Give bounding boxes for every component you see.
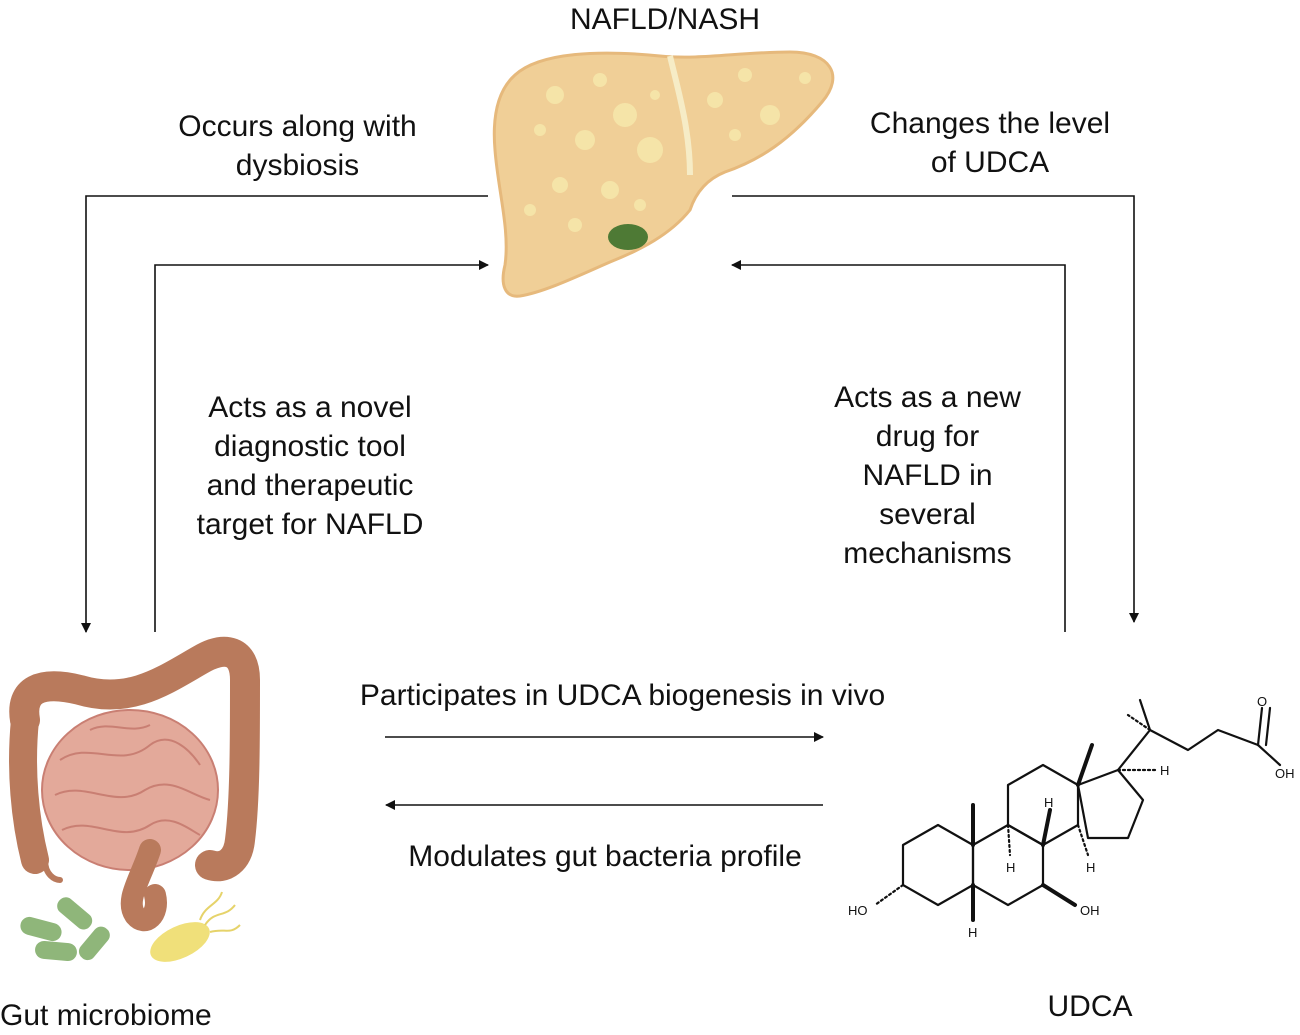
edge-label-line: drug for	[875, 420, 980, 453]
edge-label-line: and therapeutic	[206, 469, 414, 502]
edge-label-udca-to-gut: Modulates gut bacteria profile	[408, 840, 802, 873]
intestine-illustration	[9, 636, 261, 932]
node-label-udca: UDCA	[1047, 990, 1133, 1023]
ring-a	[901, 823, 975, 907]
udca-structure	[873, 698, 1282, 922]
wedge-bond-7	[1041, 883, 1077, 907]
edge-label-gut-to-liver: Acts as a novel diagnostic tool and ther…	[165, 388, 455, 544]
udca-atom-labels: H H H H H O OH HO OH	[848, 694, 1295, 940]
edge-label-line: Changes the level	[869, 107, 1111, 140]
fat-droplets	[524, 68, 811, 232]
ring-c	[1006, 763, 1080, 847]
arrow-udca-to-liver	[731, 260, 1066, 632]
edge-label-line: Occurs along with	[178, 110, 417, 143]
connector-arrows	[81, 195, 1139, 810]
atom-ho-3: HO	[848, 903, 868, 918]
edge-label-gut-to-udca: Participates in UDCA biogenesis in vivo	[359, 679, 886, 712]
side-chain	[1116, 728, 1260, 772]
atom-h-17: H	[1160, 763, 1169, 778]
edge-label-line: target for NAFLD	[196, 508, 424, 541]
liver-lobe	[492, 50, 835, 298]
node-label-gut: Gut microbiome	[0, 999, 212, 1032]
hashed-bond-3	[873, 883, 905, 907]
bacterium-rod	[57, 897, 93, 930]
ring-d	[1076, 768, 1145, 840]
liver-illustration	[492, 50, 835, 298]
carbonyl-double-bond	[1264, 706, 1272, 747]
large-intestine	[9, 636, 261, 882]
methyl-18	[1076, 743, 1094, 787]
small-intestine	[41, 709, 219, 871]
edge-label-line: Acts as a novel	[208, 391, 412, 424]
rectum	[120, 839, 167, 932]
appendix	[42, 857, 63, 883]
h-bond-14	[1076, 823, 1090, 857]
atom-h-5: H	[968, 925, 977, 940]
atom-h-9: H	[1006, 860, 1015, 875]
edge-label-line: dysbiosis	[235, 149, 360, 182]
flagella	[199, 891, 241, 933]
atom-oh-7: OH	[1080, 903, 1100, 918]
atom-oh-acid: OH	[1275, 766, 1295, 781]
small-intestine-folds	[54, 724, 211, 836]
ascending-colon	[9, 706, 49, 874]
arrow-gut-to-liver	[154, 260, 489, 632]
carbonyl-bond	[1256, 706, 1264, 747]
methyl-21	[1138, 698, 1152, 732]
edge-label-line: mechanisms	[843, 537, 1012, 570]
edge-label-line: several	[879, 498, 976, 531]
bacterium-flagellated	[150, 922, 210, 962]
arrow-liver-to-gut	[81, 195, 488, 633]
bacterium-rod	[20, 916, 62, 942]
atom-h-8: H	[1044, 795, 1053, 810]
edge-label-liver-to-udca: Changes the level of UDCA	[840, 104, 1140, 182]
hashed-bond-20	[1126, 713, 1152, 732]
edge-label-line: NAFLD in	[862, 459, 993, 492]
bacteria-illustration	[20, 891, 241, 962]
gallbladder	[608, 224, 648, 250]
bacterium-rod	[78, 926, 110, 961]
node-label-liver: NAFLD/NASH	[569, 3, 761, 36]
edge-label-line: of UDCA	[930, 146, 1050, 179]
h-bond-9	[1006, 823, 1012, 857]
edge-label-line: Acts as a new	[834, 381, 1021, 414]
bacterium-rod	[35, 940, 77, 962]
liver-ligament	[667, 55, 693, 176]
edge-label-liver-to-gut: Occurs along with dysbiosis	[150, 107, 445, 185]
atom-h-14: H	[1086, 860, 1095, 875]
h-bond-8	[1041, 808, 1052, 847]
edge-label-udca-to-liver: Acts as a new drug for NAFLD in several …	[800, 378, 1055, 573]
edge-label-line: diagnostic tool	[214, 430, 406, 463]
arrow-liver-to-udca	[732, 195, 1139, 623]
hydroxyl-bond	[1256, 743, 1282, 767]
atom-o: O	[1257, 694, 1267, 709]
